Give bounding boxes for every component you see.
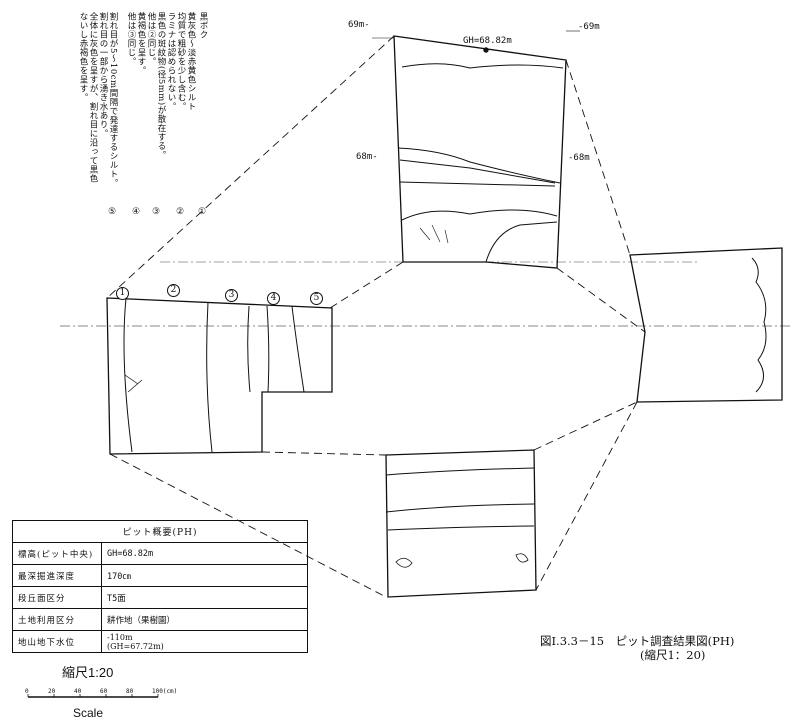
legend-num-4: ④ (132, 207, 141, 217)
legend-item-2: 黄灰色～淡赤黄色シルト均質で粗砂を少し含む。ラミナは認められない。 (166, 12, 196, 111)
scale-tick: 0 (25, 688, 29, 695)
scale-tick: 60 (100, 688, 108, 695)
right-wall-profile (751, 257, 767, 393)
top-wall-roots (419, 224, 449, 244)
right-wall-outline (629, 247, 783, 403)
elev-68-left: 68m- (356, 152, 378, 162)
left-wall-layer3 (247, 305, 251, 393)
table-row: 土地利用区分耕作地（果樹園） (12, 608, 308, 631)
elev-69-right: -69m (578, 22, 600, 32)
top-wall-layer2 (397, 147, 561, 184)
layer-marker-3: 3 (225, 289, 238, 302)
bottom-wall-layer3 (387, 525, 535, 531)
gh-point (483, 47, 489, 53)
projection-lines (106, 35, 646, 598)
bottom-wall-layer2 (385, 503, 535, 513)
elev-68-right: -68m (568, 153, 590, 163)
bottom-wall-layer1 (385, 467, 535, 476)
legend-num-5: ⑤ (108, 207, 117, 217)
legend-item-3: 黒色の斑紋物(径5mm)が散在する。他は②同じ。 (146, 12, 166, 160)
legend-num-1: ① (198, 207, 207, 217)
left-wall-layer1 (123, 297, 133, 453)
layer-marker-5: 5 (310, 292, 323, 305)
left-wall-layer2 (206, 301, 213, 453)
caption-line-2: (縮尺1：20) (640, 648, 706, 662)
legend-num-2: ② (176, 207, 185, 217)
left-wall-outline (106, 297, 333, 455)
scale-tick: 40 (74, 688, 82, 695)
scale-tick: 100(cm) (152, 688, 178, 695)
top-wall-outline (393, 35, 567, 269)
layer-marker-4: 4 (267, 292, 280, 305)
layer-marker-2: 2 (167, 284, 180, 297)
scale-tick: 20 (48, 688, 56, 695)
soil-legend: 黒ボク ① 黄灰色～淡赤黄色シルト均質で粗砂を少し含む。ラミナは認められない。 … (48, 12, 218, 252)
legend-item-5: 割れ目が5～10cm間隔で発達するシルト。割れ目の一部から湧き水あり。全体に灰色… (78, 12, 118, 188)
summary-title: ピット概要(PH) (12, 520, 308, 543)
caption-line-1: 図Ⅰ.3.3－15 ピット調査結果図(PH) (540, 634, 735, 648)
figure-caption: 図Ⅰ.3.3－15 ピット調査結果図(PH) (縮尺1：20) (540, 634, 734, 662)
top-wall-layer5 (401, 209, 558, 221)
top-wall-step (485, 221, 558, 263)
layer-marker-1: 1 (116, 287, 129, 300)
left-wall-layer4 (266, 305, 270, 393)
scale-word: Scale (73, 706, 104, 720)
top-wall-layer4 (399, 181, 556, 187)
gh-label: GH=68.82m (463, 36, 512, 46)
top-wall-layer3 (399, 159, 556, 184)
elev-69-left: 69m- (348, 20, 370, 30)
bottom-wall-outline (385, 449, 537, 598)
legend-item-1: 黒ボク (198, 12, 208, 39)
left-wall-layer5 (291, 305, 305, 393)
table-row: 標高(ピット中央)GH=68.82m (12, 542, 308, 565)
scale-title: 縮尺1:20 (62, 665, 114, 680)
legend-num-3: ③ (152, 207, 161, 217)
table-row: 地山地下水位-110m(GH=67.72m) (12, 630, 308, 653)
legend-item-4: 黄褐色を呈す。他は③同じ。 (126, 12, 146, 75)
scale-tick: 80 (126, 688, 134, 695)
top-wall-layer1 (401, 63, 564, 69)
